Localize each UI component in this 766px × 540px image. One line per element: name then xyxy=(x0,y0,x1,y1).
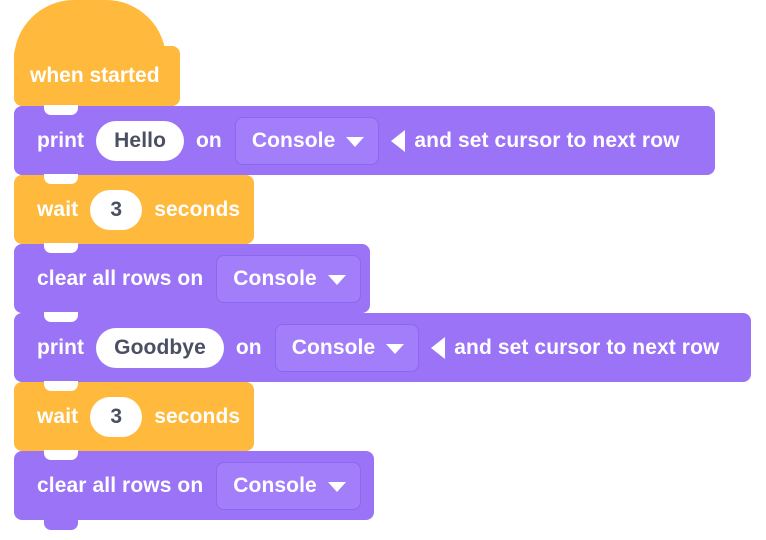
block-top-notch xyxy=(44,105,78,115)
on-keyword-label: on xyxy=(235,335,262,359)
print-keyword-label: print xyxy=(37,128,85,152)
wait-seconds-input[interactable]: 3 xyxy=(90,396,143,437)
console-target-value: Console xyxy=(251,128,336,152)
console-target-dropdown[interactable]: Console xyxy=(234,116,380,165)
print-text-input[interactable]: Hello xyxy=(96,120,184,161)
block-clear-all-rows-1[interactable]: clear all rows on Console xyxy=(14,243,370,323)
clear-all-rows-label: clear all rows on xyxy=(37,473,204,497)
when-started-label: when started xyxy=(30,64,160,87)
wait-seconds-input[interactable]: 3 xyxy=(90,189,143,230)
chevron-down-icon xyxy=(346,136,365,147)
clear-all-rows-label: clear all rows on xyxy=(37,266,204,290)
chevron-down-icon xyxy=(386,343,405,354)
block-print-hello[interactable]: print Hello on Console and set cursor to… xyxy=(14,105,715,185)
block-wait-1[interactable]: wait 3 seconds xyxy=(14,174,254,254)
block-when-started[interactable]: when started xyxy=(14,0,180,116)
on-keyword-label: on xyxy=(196,128,222,152)
wait-keyword-label: wait xyxy=(37,197,79,221)
block-top-notch xyxy=(44,450,78,460)
block-wait-2[interactable]: wait 3 seconds xyxy=(14,381,254,461)
set-cursor-label: and set cursor to next row xyxy=(454,335,720,359)
block-clear-all-rows-2[interactable]: clear all rows on Console xyxy=(14,450,374,530)
triangle-left-icon xyxy=(391,129,406,152)
console-target-dropdown[interactable]: Console xyxy=(274,323,420,372)
print-keyword-label: print xyxy=(37,335,85,359)
triangle-left-icon xyxy=(431,336,446,359)
wait-keyword-label: wait xyxy=(37,404,79,428)
set-cursor-label: and set cursor to next row xyxy=(414,128,680,152)
block-top-notch xyxy=(44,174,78,184)
console-target-dropdown[interactable]: Console xyxy=(216,254,361,303)
seconds-unit-label: seconds xyxy=(154,404,241,428)
console-target-value: Console xyxy=(233,266,317,290)
chevron-down-icon xyxy=(327,274,346,285)
seconds-unit-label: seconds xyxy=(154,197,241,221)
console-target-value: Console xyxy=(291,335,376,359)
chevron-down-icon xyxy=(327,481,346,492)
block-print-goodbye[interactable]: print Goodbye on Console and set cursor … xyxy=(14,312,751,392)
console-target-value: Console xyxy=(233,473,317,497)
block-bottom-notch xyxy=(44,520,78,530)
console-target-dropdown[interactable]: Console xyxy=(216,461,361,510)
block-top-notch xyxy=(44,243,78,253)
print-text-input[interactable]: Goodbye xyxy=(96,327,224,368)
block-top-notch xyxy=(44,312,78,322)
block-top-notch xyxy=(44,381,78,391)
